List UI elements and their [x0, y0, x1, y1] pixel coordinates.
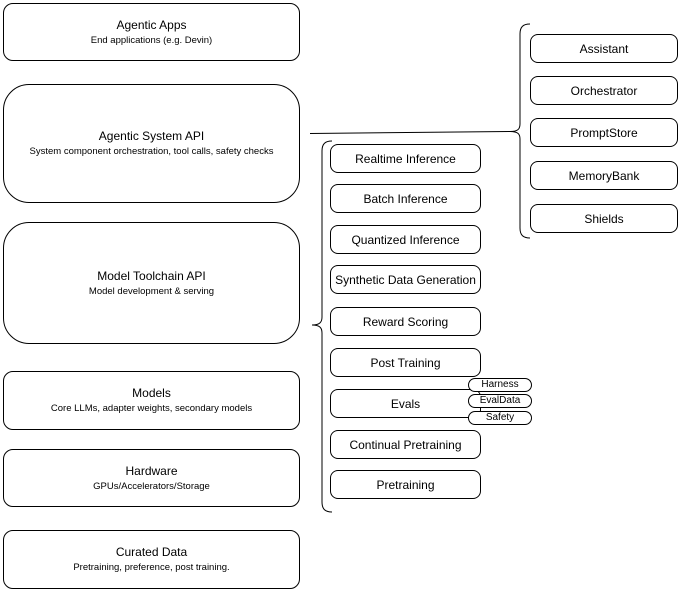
- node-title: Agentic System API: [98, 129, 205, 143]
- node-label: Quantized Inference: [351, 232, 460, 247]
- node-subtitle: System component orchestration, tool cal…: [29, 146, 274, 157]
- node-evals: Evals: [330, 389, 481, 418]
- node-hardware: Hardware GPUs/Accelerators/Storage: [3, 449, 300, 507]
- node-title: Curated Data: [115, 545, 188, 559]
- node-label: Harness: [481, 379, 519, 390]
- node-label: Reward Scoring: [362, 314, 449, 329]
- node-promptstore: PromptStore: [530, 118, 678, 147]
- node-subtitle: Core LLMs, adapter weights, secondary mo…: [50, 403, 253, 414]
- node-label: Synthetic Data Generation: [335, 272, 476, 287]
- node-batch-inference: Batch Inference: [330, 184, 481, 213]
- node-assistant: Assistant: [530, 34, 678, 63]
- node-model-toolchain-api: Model Toolchain API Model development & …: [3, 222, 300, 344]
- node-label: PromptStore: [570, 125, 638, 140]
- node-agentic-system-api: Agentic System API System component orch…: [3, 84, 300, 203]
- node-post-training: Post Training: [330, 348, 481, 377]
- node-label: Batch Inference: [363, 191, 448, 206]
- node-label: Evals: [390, 396, 421, 411]
- node-title: Agentic Apps: [116, 17, 187, 32]
- node-curated-data: Curated Data Pretraining, preference, po…: [3, 530, 300, 589]
- node-orchestrator: Orchestrator: [530, 76, 678, 105]
- node-label: Continual Pretraining: [349, 437, 462, 452]
- node-memorybank: MemoryBank: [530, 161, 678, 190]
- node-models: Models Core LLMs, adapter weights, secon…: [3, 371, 300, 430]
- node-continual-pretraining: Continual Pretraining: [330, 430, 481, 459]
- system-api-to-brace-connector: [309, 131, 511, 134]
- node-subtitle: Model development & serving: [88, 285, 215, 297]
- node-label: Safety: [485, 412, 515, 423]
- node-subtitle: Pretraining, preference, post training.: [73, 562, 230, 573]
- node-quantized-inference: Quantized Inference: [330, 225, 481, 254]
- node-label: Pretraining: [376, 477, 435, 492]
- node-subtitle: GPUs/Accelerators/Storage: [93, 480, 210, 492]
- node-label: Realtime Inference: [355, 151, 456, 166]
- node-title: Models: [132, 386, 171, 400]
- node-label: Post Training: [370, 355, 441, 370]
- node-shields: Shields: [530, 204, 678, 233]
- node-subtitle: End applications (e.g. Devin): [90, 34, 213, 46]
- node-label: Shields: [584, 211, 624, 226]
- toolchain-group-brace: [311, 140, 333, 513]
- node-title: Hardware: [125, 463, 178, 478]
- node-pretraining: Pretraining: [330, 470, 481, 499]
- node-agentic-apps: Agentic Apps End applications (e.g. Devi…: [3, 3, 300, 61]
- node-synthetic-data-generation: Synthetic Data Generation: [330, 265, 481, 294]
- node-label: EvalData: [479, 395, 521, 406]
- node-reward-scoring: Reward Scoring: [330, 307, 481, 336]
- node-evals-safety: Safety: [468, 411, 532, 425]
- node-title: Model Toolchain API: [97, 268, 206, 283]
- node-evals-evaldata: EvalData: [468, 394, 532, 408]
- node-label: Orchestrator: [570, 83, 638, 98]
- system-group-brace: [509, 23, 531, 239]
- node-evals-harness: Harness: [468, 378, 532, 392]
- node-label: MemoryBank: [568, 168, 640, 183]
- node-label: Assistant: [579, 41, 629, 56]
- node-realtime-inference: Realtime Inference: [330, 144, 481, 173]
